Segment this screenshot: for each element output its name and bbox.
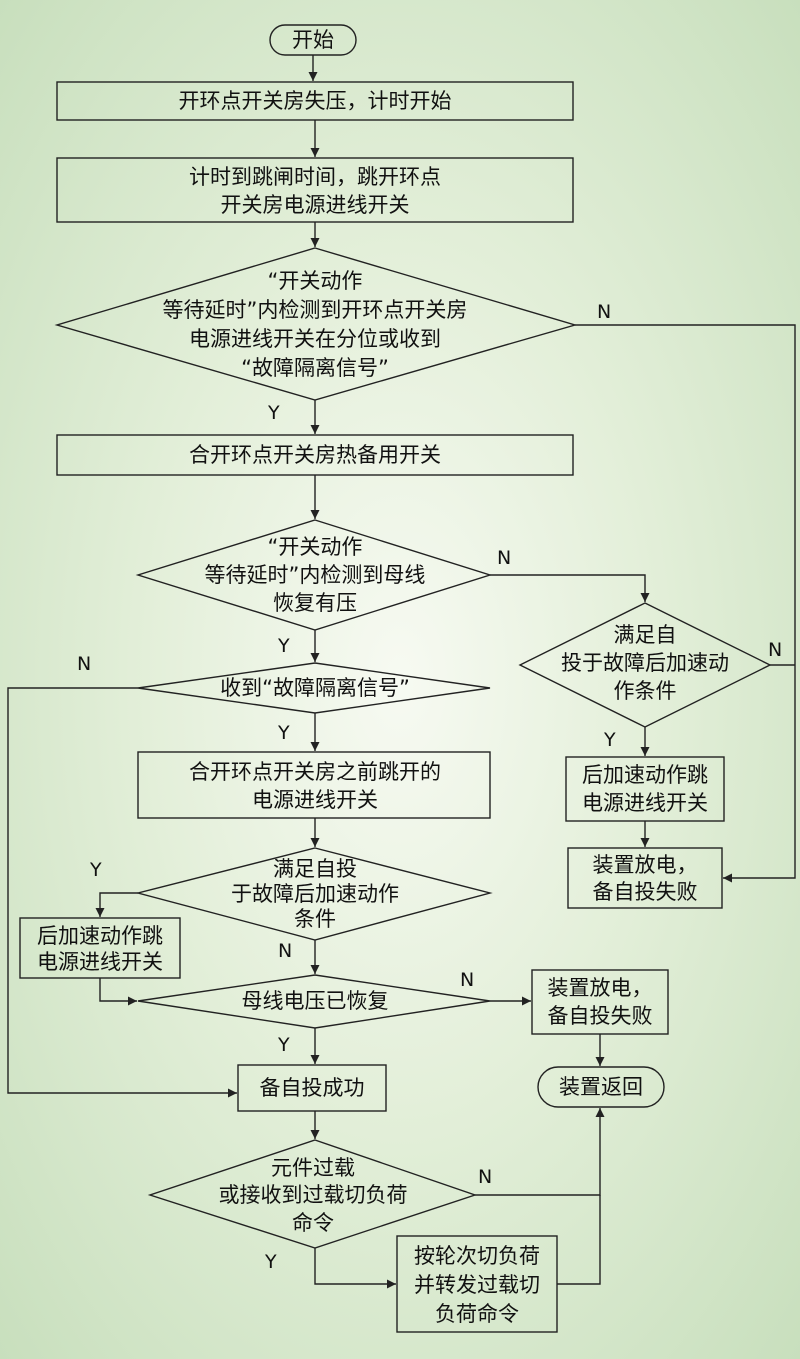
arrow-decision1-no <box>575 324 796 883</box>
success-box <box>237 1064 387 1112</box>
step1-text: 开环点开关房失压，计时开始 <box>179 89 452 113</box>
fail-right-line1: 装置放电， <box>593 853 698 877</box>
decision1-line3: 电源进线开关在分位或收到 <box>189 327 441 351</box>
label-d1-no: N <box>597 301 611 323</box>
step3-text: 合开环点开关房热备用开关 <box>189 443 441 467</box>
step5-line2: 电源进线开关 <box>37 950 163 974</box>
right-step-line2: 电源进线开关 <box>582 791 708 815</box>
label-d6-no: N <box>478 1166 492 1188</box>
step4-line2: 电源进线开关 <box>252 788 378 812</box>
decision6-line1: 元件过载 <box>271 1156 355 1180</box>
step2-line2: 开关房电源进线开关 <box>221 193 410 217</box>
return-terminal <box>537 1066 665 1108</box>
success-text: 备自投成功 <box>260 1076 365 1100</box>
arrow-decision3-no <box>7 687 237 1098</box>
step6-line1: 按轮次切负荷 <box>414 1244 540 1268</box>
arrow-decision6-yes <box>314 1248 396 1289</box>
label-d3-no: N <box>77 653 91 675</box>
arrow-step6-return <box>557 1195 601 1285</box>
return-label: 装置返回 <box>559 1075 643 1099</box>
fail-right-box <box>567 847 723 909</box>
label-d2-no: N <box>497 547 511 569</box>
arrow-decision2-no <box>490 574 650 602</box>
arrow-step5-decision5 <box>99 978 137 1006</box>
label-d5-yes: Y <box>277 1034 290 1056</box>
arrow-decision6-no <box>475 1108 605 1196</box>
right-decision-line2: 投于故障后加速动 <box>561 651 729 675</box>
decision1-line2: 等待延时”内检测到开环点开关房 <box>163 298 468 322</box>
label-d4-yes: Y <box>89 859 102 881</box>
decision2-line1: “开关动作 <box>268 535 363 559</box>
label-d1-yes: Y <box>267 402 280 424</box>
label-d6-yes: Y <box>264 1251 277 1273</box>
decision1-line1: “开关动作 <box>268 269 363 293</box>
label-d2-yes: Y <box>277 635 290 657</box>
label-d5-no: N <box>460 969 474 991</box>
decision6-line3: 命令 <box>292 1211 334 1235</box>
decision2-line2: 等待延时”内检测到母线 <box>205 563 426 587</box>
step2-line1: 计时到跳闸时间，跳开环点 <box>189 165 441 189</box>
fail-right-line2: 备自投失败 <box>593 880 698 904</box>
step6-line3: 负荷命令 <box>435 1302 519 1326</box>
right-step-line1: 后加速动作跳 <box>582 763 708 787</box>
decision5-text: 母线电压已恢复 <box>242 989 389 1013</box>
step4-line1: 合开环点开关房之前跳开的 <box>189 760 441 784</box>
decision4-line1: 满足自投 <box>273 857 357 881</box>
label-rd-yes: Y <box>603 729 616 751</box>
decision4-line3: 条件 <box>294 907 336 931</box>
label-rd-no: N <box>768 639 782 661</box>
decision3-text: 收到“故障隔离信号” <box>220 676 410 700</box>
fail-mid-line2: 备自投失败 <box>548 1004 653 1028</box>
right-decision-line1: 满足自 <box>614 623 677 647</box>
arrow-decision4-yes <box>95 892 138 917</box>
fail-mid-line1: 装置放电， <box>548 976 653 1000</box>
right-decision-line3: 作条件 <box>614 679 677 703</box>
decision4-line2: 于故障后加速动作 <box>231 882 399 906</box>
label-d3-yes: Y <box>277 722 290 744</box>
step6-line2: 并转发过载切 <box>414 1273 540 1297</box>
label-d4-no: N <box>278 940 292 962</box>
decision2-line3: 恢复有压 <box>273 591 357 615</box>
decision1-line4: “故障隔离信号” <box>241 356 389 380</box>
start-label: 开始 <box>292 28 334 52</box>
step4-box <box>137 751 491 819</box>
decision6-line2: 或接收到过载切负荷 <box>219 1183 408 1207</box>
step5-line1: 后加速动作跳 <box>37 924 163 948</box>
